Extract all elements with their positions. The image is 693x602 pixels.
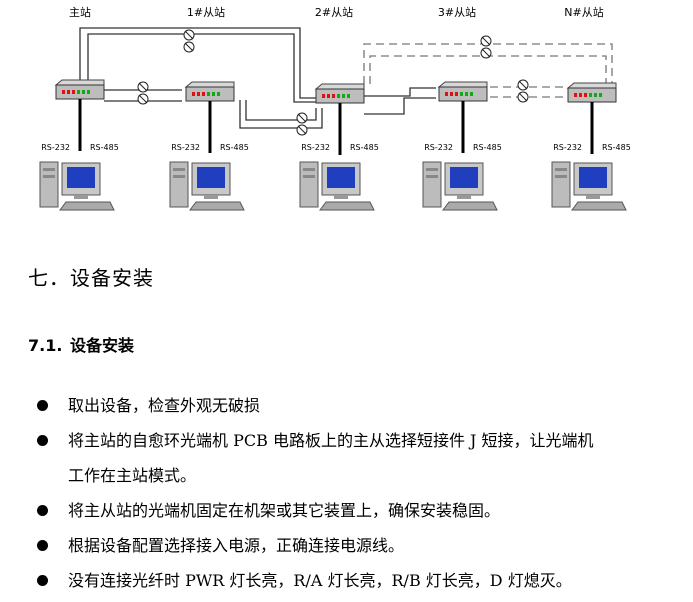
subsection-number: 7.1.: [28, 336, 63, 355]
station-label-slave-n: N#从站: [564, 5, 603, 19]
fiber-links-solid: [79, 27, 436, 129]
optical-transceiver-icon: [437, 81, 488, 102]
network-topology-diagram: 主站 1#从站 2#从站 3#从站 N#从站 RS-: [39, 5, 631, 211]
rs485-label: RS-485: [220, 143, 249, 152]
bullet-icon: [37, 400, 48, 411]
computer-icon: [299, 161, 375, 211]
list-item: 取出设备，检查外观无破损: [0, 388, 693, 423]
station-master: RS-232 RS-485: [39, 79, 119, 211]
bullet-icon: [37, 435, 48, 446]
section-heading: 七．设备安装: [28, 266, 154, 290]
list-item: 没有连接光纤时 PWR 灯长亮，R/A 灯长亮，R/B 灯长亮，D 灯熄灭。: [0, 563, 693, 598]
station-label-slave-1: 1#从站: [187, 5, 225, 19]
station-slave-1: RS-232 RS-485: [169, 81, 249, 211]
computer-icon: [169, 161, 245, 211]
instruction-list: 取出设备，检查外观无破损 将主站的自愈环光端机 PCB 电路板上的主从选择短接件…: [0, 388, 693, 598]
optical-transceiver-icon: [566, 82, 617, 103]
optical-transceiver-icon: [314, 83, 365, 104]
list-item-text: 没有连接光纤时 PWR 灯长亮，R/A 灯长亮，R/B 灯长亮，D 灯熄灭。: [68, 571, 572, 590]
station-slave-n: RS-232 RS-485: [551, 82, 631, 211]
station-label-slave-2: 2#从站: [315, 5, 353, 19]
optical-transceiver-icon: [184, 81, 235, 102]
computer-icon: [422, 161, 498, 211]
list-item: 根据设备配置选择接入电源，正确连接电源线。: [0, 528, 693, 563]
rs232-label: RS-232: [424, 143, 453, 152]
list-item-text: 将主站的自愈环光端机 PCB 电路板上的主从选择短接件 J 短接，让光端机: [68, 431, 594, 450]
fiber-connector-icons: [137, 29, 529, 136]
optical-transceiver-icon: [54, 79, 105, 100]
rs232-label: RS-232: [553, 143, 582, 152]
computer-icon: [551, 161, 627, 211]
rs232-label: RS-232: [171, 143, 200, 152]
computer-icon: [39, 161, 115, 211]
list-item-text: 取出设备，检查外观无破损: [68, 396, 261, 415]
rs485-label: RS-485: [602, 143, 631, 152]
rs232-label: RS-232: [41, 143, 70, 152]
subsection-heading: 7.1. 设备安装: [28, 332, 134, 356]
subsection-title: 设备安装: [70, 336, 135, 355]
rs485-label: RS-485: [473, 143, 502, 152]
list-item: 将主站的自愈环光端机 PCB 电路板上的主从选择短接件 J 短接，让光端机工作在…: [0, 423, 693, 493]
list-item-text: 将主从站的光端机固定在机架或其它装置上，确保安装稳固。: [68, 501, 501, 520]
station-label-slave-3: 3#从站: [438, 5, 476, 19]
bullet-icon: [37, 505, 48, 516]
list-item-text-continued: 工作在主站模式。: [68, 466, 197, 485]
list-item: 将主从站的光端机固定在机架或其它装置上，确保安装稳固。: [0, 493, 693, 528]
bullet-icon: [37, 540, 48, 551]
rs232-label: RS-232: [301, 143, 330, 152]
rs485-label: RS-485: [350, 143, 379, 152]
station-slave-3: RS-232 RS-485: [422, 81, 502, 211]
list-item-text: 根据设备配置选择接入电源，正确连接电源线。: [68, 536, 405, 555]
station-label-master: 主站: [69, 5, 91, 19]
station-slave-2: RS-232 RS-485: [299, 83, 379, 211]
rs485-label: RS-485: [90, 143, 119, 152]
bullet-icon: [37, 575, 48, 586]
